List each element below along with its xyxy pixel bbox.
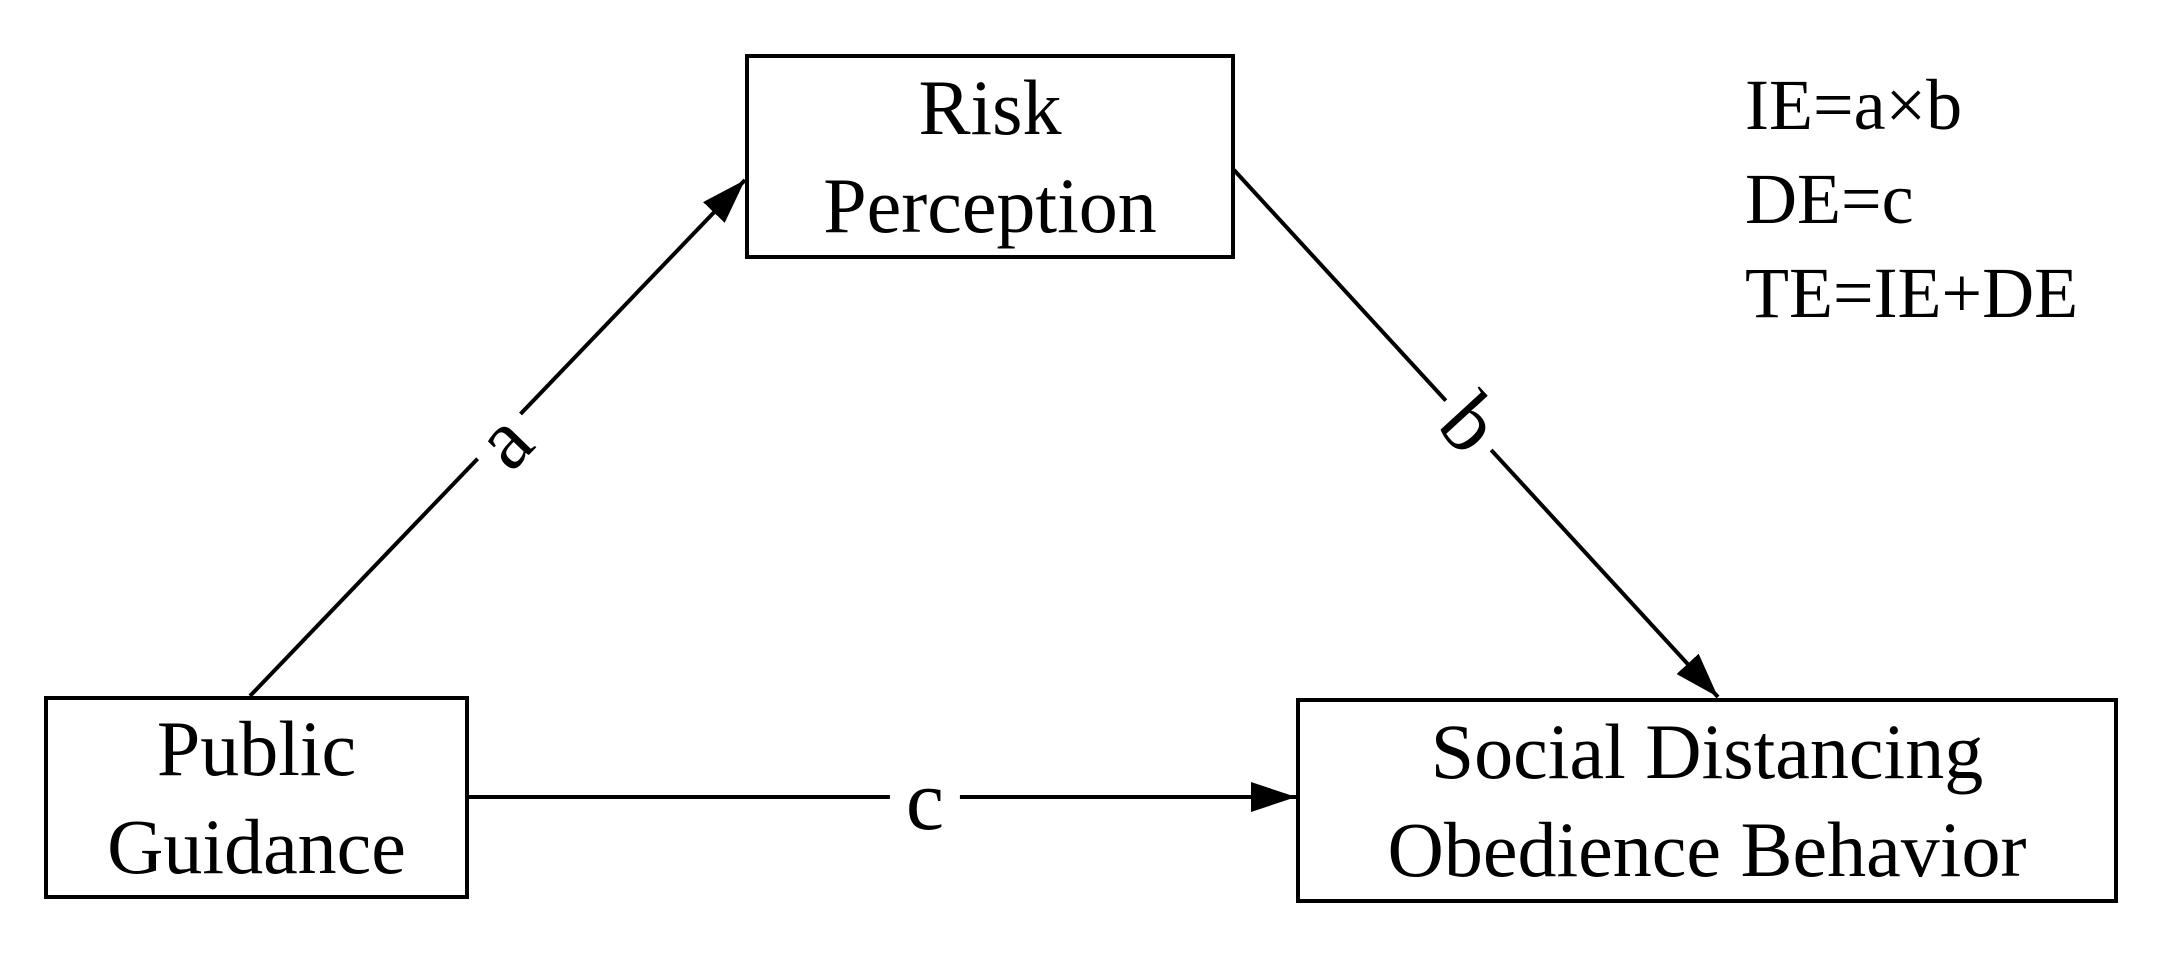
legend-direct-effect: DE=c <box>1745 159 1914 239</box>
node-risk-perception: Risk Perception <box>745 54 1235 259</box>
edge-label-c: c <box>889 757 961 843</box>
node-public-guidance-line2: Guidance <box>107 802 406 890</box>
node-social-distancing-line1: Social Distancing <box>1430 707 1984 795</box>
node-risk-perception-line1: Risk <box>918 63 1062 151</box>
node-social-distancing: Social Distancing Obedience Behavior <box>1296 698 2118 903</box>
legend-total-effect: TE=IE+DE <box>1745 253 2079 333</box>
node-social-distancing-line2: Obedience Behavior <box>1387 805 2027 893</box>
effects-legend: IE=a×b DE=c TE=IE+DE <box>1745 58 2078 340</box>
node-public-guidance-line1: Public <box>156 704 357 792</box>
node-risk-perception-line2: Perception <box>823 161 1157 249</box>
legend-indirect-effect: IE=a×b <box>1745 65 1963 145</box>
node-public-guidance: Public Guidance <box>44 696 469 899</box>
